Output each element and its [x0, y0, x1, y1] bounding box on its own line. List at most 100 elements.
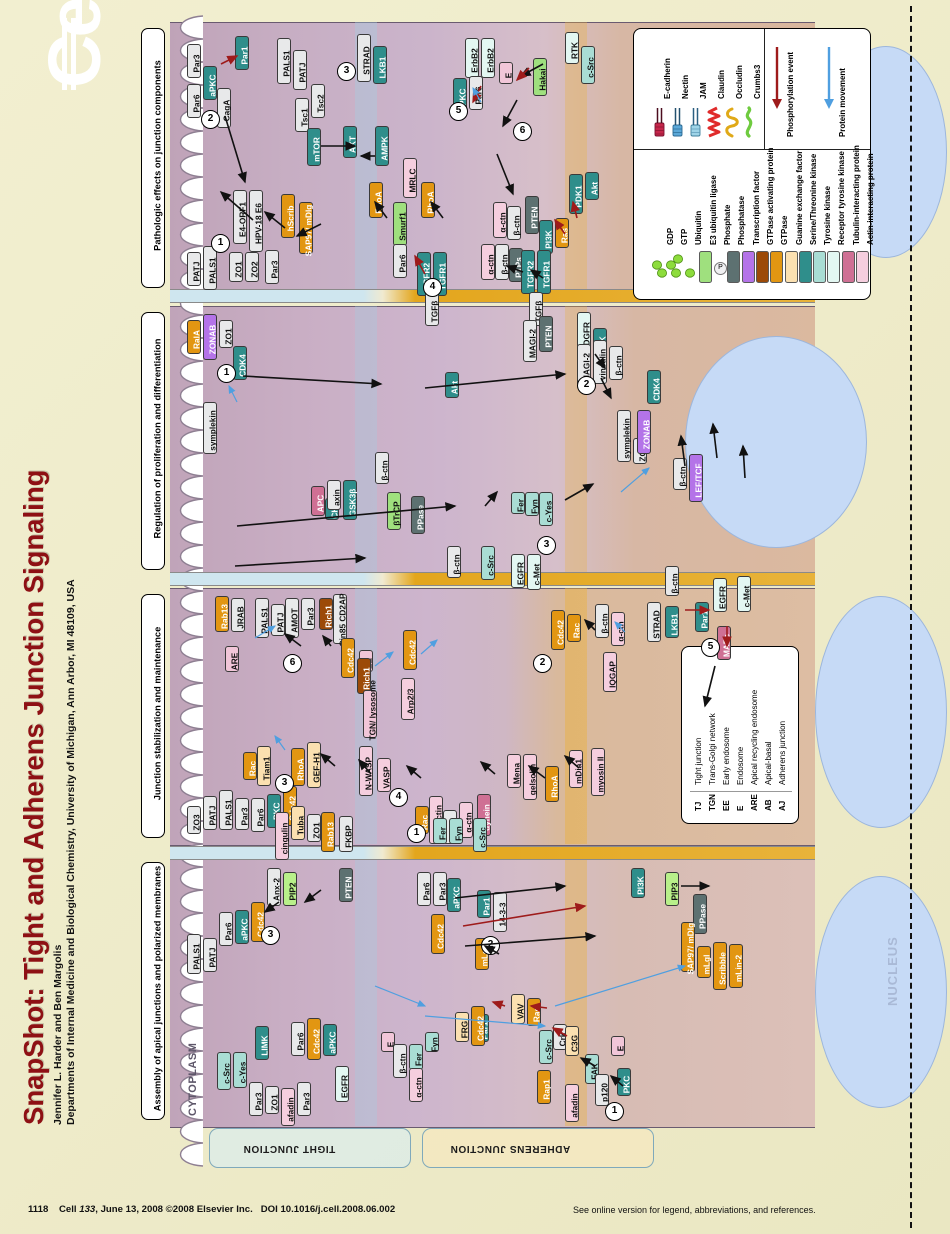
pathway-node-ppase[interactable]: PPase — [411, 496, 426, 534]
pathway-node-par6[interactable]: Par6 — [417, 872, 432, 906]
pathway-node-cdc42[interactable]: Cdc42 — [471, 1006, 486, 1046]
pathway-node-egfr[interactable]: EGFR — [335, 1066, 350, 1102]
pathway-node-fkbp[interactable]: FKBP — [339, 816, 354, 852]
pathway-node--ctn[interactable]: β-ctn — [495, 244, 510, 280]
step-number-pathologic-2[interactable]: 2 — [201, 110, 220, 129]
pathway-node-mtor[interactable]: mTOR — [307, 128, 322, 166]
pathway-node-scribble[interactable]: Scribble — [713, 942, 728, 990]
pathway-node-ppase[interactable]: PPase — [693, 894, 708, 934]
pathway-node-iqgap[interactable]: IQGAP — [603, 652, 618, 692]
pathway-node-gsk3-[interactable]: GSK3β — [343, 480, 358, 520]
pathway-node-rtk[interactable]: RTK — [565, 32, 580, 64]
pathway-node-cdc42[interactable]: Cdc42 — [431, 914, 446, 954]
step-number-proliferation-2[interactable]: 2 — [577, 376, 596, 395]
pathway-node-tsc2[interactable]: Tsc2 — [311, 84, 326, 118]
pathway-node-par6[interactable]: Par6 — [187, 84, 202, 118]
pathway-node-mrlc[interactable]: MRLC — [403, 158, 418, 198]
pathway-node--ctn[interactable]: α-ctn — [493, 202, 508, 238]
pathway-node-cin85-cd2ap[interactable]: Cin85 CD2AP — [333, 593, 348, 646]
pathway-node-cdk4[interactable]: CDK4 — [647, 370, 662, 404]
pathway-node-zonab[interactable]: ZONAB — [637, 410, 652, 454]
pathway-node-hpv-18-e6[interactable]: HPV-18 E6 — [249, 190, 264, 252]
step-number-proliferation-1[interactable]: 1 — [217, 364, 236, 383]
pathway-node-tuba[interactable]: Tuba — [291, 806, 306, 840]
pathway-node-patj[interactable]: PATJ — [203, 796, 218, 830]
pathway-node-c-met[interactable]: c-Met — [737, 576, 752, 612]
pathway-node-tsc1[interactable]: Tsc1 — [295, 98, 310, 132]
pathway-node-fyn[interactable]: Fyn — [525, 492, 540, 516]
pathway-node--ctn[interactable]: α-ctn — [481, 244, 496, 280]
pathway-node-cdc42[interactable]: Cdc42 — [551, 610, 566, 650]
pathway-node-rab13[interactable]: Rab13 — [321, 812, 336, 852]
step-number-proliferation-3[interactable]: 3 — [537, 536, 556, 555]
pathway-node-zonab[interactable]: ZONAB — [203, 314, 218, 360]
pathway-node-mlgl[interactable]: mLgl — [697, 946, 712, 978]
step-number-pathologic-6[interactable]: 6 — [513, 122, 532, 141]
pathway-node-mlin-2[interactable]: mLin-2 — [729, 944, 744, 988]
pathway-node-pals1[interactable]: PALS1 — [187, 934, 202, 974]
pathway-node-apc[interactable]: APC — [311, 486, 326, 516]
pathway-node--ctn[interactable]: β-ctn — [507, 206, 522, 240]
pathway-node-rac[interactable]: Rac — [567, 614, 582, 642]
pathway-node-pip3[interactable]: PIP3 — [665, 872, 680, 906]
section-tab-assembly[interactable]: Assembly of apical junctions and polariz… — [141, 862, 165, 1120]
pathway-node-strad[interactable]: STRAD — [357, 34, 372, 82]
pathway-node-par3[interactable]: Par3 — [301, 598, 316, 630]
pathway-node-c3g[interactable]: C3G — [565, 1026, 580, 1056]
pathway-node-tiam1[interactable]: Tiam1 — [257, 746, 272, 786]
pathway-node-c-met[interactable]: c-Met — [527, 554, 542, 590]
pathway-node-limk[interactable]: LIMK — [255, 1026, 270, 1060]
pathway-node-fyn[interactable]: Fyn — [449, 818, 464, 844]
step-number-pathologic-4[interactable]: 4 — [423, 278, 442, 297]
pathway-node-cdc42[interactable]: Cdc42 — [403, 630, 418, 670]
step-number-assembly-3[interactable]: 3 — [261, 926, 280, 945]
pathway-node-rhoa[interactable]: RhoA — [291, 748, 306, 786]
pathway-node--ctn[interactable]: α-ctn — [409, 1068, 424, 1102]
step-number-stabilization-2[interactable]: 2 — [533, 654, 552, 673]
pathway-node-par3[interactable]: Par3 — [265, 250, 280, 284]
pathway-node-cdc42[interactable]: Cdc42 — [307, 1018, 322, 1060]
pathway-node-erbb2[interactable]: ErbB2 — [481, 38, 496, 78]
pathway-node--ctn[interactable]: β-ctn — [375, 452, 390, 484]
section-tab-stabilization[interactable]: Junction stabilization and maintenance — [141, 594, 165, 838]
pathway-node-zo3[interactable]: ZO3 — [187, 806, 202, 834]
pathway-node-par3[interactable]: Par3 — [433, 872, 448, 906]
pathway-node--ctn[interactable]: β-ctn — [595, 604, 610, 638]
pathway-node-zo1[interactable]: ZO1 — [265, 1086, 280, 1114]
step-number-assembly-1[interactable]: 1 — [605, 1102, 624, 1121]
pathway-node--ctn[interactable]: β-ctn — [393, 1044, 408, 1078]
pathway-node-afadin[interactable]: afadin — [565, 1084, 580, 1122]
pathway-node-c-src[interactable]: c-Src — [217, 1052, 232, 1090]
pathway-node-pten[interactable]: PTEN — [339, 868, 354, 902]
pathway-node-e4-orf1[interactable]: E4-ORF1 — [233, 190, 248, 244]
pathway-node-pals1[interactable]: PALS1 — [203, 246, 218, 290]
pathway-node-fer[interactable]: Fer — [511, 492, 526, 514]
pathway-node-pten[interactable]: PTEN — [525, 196, 540, 234]
pathway-node-cingulin[interactable]: cingulin — [275, 812, 290, 860]
pathway-node-jrab[interactable]: JRAB — [231, 598, 246, 632]
pathway-node-sap97-mdlg[interactable]: SAP97/ mDlg — [681, 922, 696, 974]
pathway-node-c-src[interactable]: c-Src — [473, 818, 488, 852]
pathway-node-e[interactable]: E — [499, 62, 514, 84]
pathway-node-tgn-lysosome[interactable]: TGN/ lysosome — [363, 680, 378, 740]
pathway-node-rac[interactable]: Rac — [243, 752, 258, 780]
section-tab-proliferation[interactable]: Regulation of proliferation and differen… — [141, 312, 165, 570]
step-number-stabilization-1[interactable]: 1 — [407, 824, 426, 843]
pathway-node-c-yes[interactable]: c-Yes — [233, 1052, 248, 1088]
pathway-node-akt[interactable]: Akt — [585, 172, 600, 200]
pathway-node-par3[interactable]: Par3 — [249, 1082, 264, 1116]
pathway-node-strad[interactable]: STRAD — [647, 602, 662, 642]
pathway-node-are[interactable]: ARE — [225, 646, 240, 672]
pathway-node-caga[interactable]: CagA — [217, 88, 232, 128]
step-number-pathologic-3[interactable]: 3 — [337, 62, 356, 81]
pathway-node-vasp[interactable]: VASP — [377, 758, 392, 792]
pathway-node-c-src[interactable]: c-Src — [539, 1030, 554, 1064]
pathway-node-patj[interactable]: PATJ — [187, 252, 202, 286]
pathway-node-pals1[interactable]: PALS1 — [255, 598, 270, 638]
pathway-node-p120[interactable]: p120 — [595, 1074, 610, 1106]
step-number-stabilization-6[interactable]: 6 — [283, 654, 302, 673]
pathway-node-pten[interactable]: PTEN — [539, 316, 554, 352]
pathway-node-zo2[interactable]: ZO2 — [245, 252, 260, 282]
pathway-node-cdk4[interactable]: CDK4 — [233, 346, 248, 380]
pathway-node-par1[interactable]: Par1 — [235, 36, 250, 70]
